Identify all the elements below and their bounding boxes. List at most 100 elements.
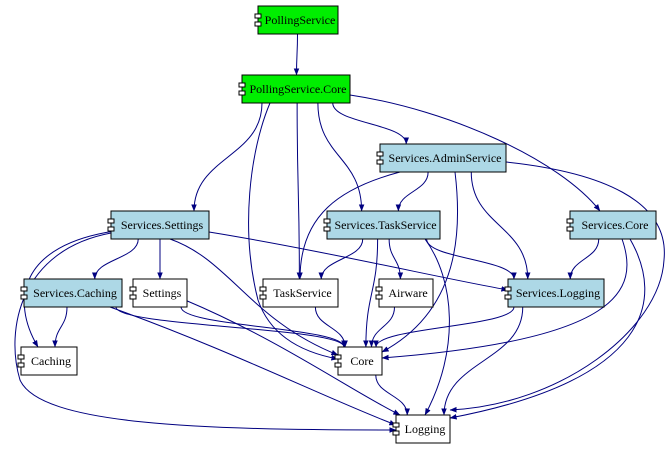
component-tab-icon <box>376 151 384 157</box>
node-box <box>395 414 451 444</box>
node-settings: Settings <box>129 278 188 308</box>
edge-airware-to-core: Airware → Core <box>368 306 395 348</box>
component-tab-icon <box>259 286 267 292</box>
node-label: Services.Settings <box>121 218 204 232</box>
node-airware: Airware <box>375 278 434 308</box>
edge-services-caching-to-logging: Services.Caching → Logging <box>109 306 397 426</box>
node-label: Core <box>350 354 373 368</box>
edge-polling-service-core-to-services-admin-service: PollingService.Core → Services.AdminServ… <box>332 102 410 145</box>
component-tab-icon <box>334 354 342 360</box>
component-tab-icon <box>254 21 262 27</box>
component-tab-icon <box>238 82 246 88</box>
edge-services-core-to-logging: Services.Core → Logging <box>449 238 646 420</box>
edge-services-settings-to-caching: Services.Settings → Caching <box>23 230 116 348</box>
node-box <box>378 278 434 308</box>
edge-polling-service-core-to-core: PollingService.Core → Core <box>248 102 339 361</box>
edge-polling-service-core-to-services-core: PollingService.Core → Services.Core <box>349 94 601 212</box>
edge-services-admin-service-to-task-service: Services.AdminService → TaskService <box>297 171 401 280</box>
edge-services-logging-to-core: Services.Logging → Core <box>373 306 515 348</box>
edge-services-admin-service-to-services-logging: Services.AdminService → Services.Logging <box>470 171 531 280</box>
edge-services-settings-to-logging: Services.Settings → Logging <box>14 232 397 433</box>
node-services-caching: Services.Caching <box>20 278 123 308</box>
component-tab-icon <box>323 226 331 232</box>
edge-services-caching-to-caching: Services.Caching → Caching <box>52 306 68 348</box>
node-box <box>20 346 78 376</box>
node-label: Services.Logging <box>516 286 600 300</box>
component-tab-icon <box>107 226 115 232</box>
component-tab-icon <box>375 294 383 300</box>
component-tab-icon <box>375 286 383 292</box>
edge-services-task-service-to-core: Services.TaskService → Core <box>363 238 379 348</box>
edge-services-task-service-to-airware: Services.TaskService → Airware <box>388 238 404 280</box>
node-label: PollingService.Core <box>250 82 347 96</box>
component-tab-icon <box>334 362 342 368</box>
edge-services-core-to-services-logging: Services.Core → Services.Logging <box>567 238 600 280</box>
nodes-layer: PollingServicePollingService.CoreService… <box>17 5 657 444</box>
edge-polling-service-core-to-services-task-service: PollingService.Core → Services.TaskServi… <box>317 102 365 212</box>
node-box <box>507 278 605 308</box>
node-label: Caching <box>31 354 71 368</box>
component-tab-icon <box>238 90 246 96</box>
edge-services-task-service-to-logging: Services.TaskService → Logging <box>424 238 450 416</box>
node-caching: Caching <box>17 346 78 376</box>
node-label: Services.TaskService <box>334 218 436 232</box>
edge-services-task-service-to-task-service: Services.TaskService → TaskService <box>318 238 364 280</box>
node-box <box>379 143 507 173</box>
node-label: TaskService <box>273 286 331 300</box>
component-tab-icon <box>129 286 137 292</box>
edge-polling-service-to-polling-service-core: PollingService → PollingService.Core <box>293 33 300 76</box>
node-services-task-service: Services.TaskService <box>323 210 441 240</box>
component-tab-icon <box>259 294 267 300</box>
node-box <box>257 5 339 35</box>
node-box <box>337 346 383 376</box>
component-tab-icon <box>323 218 331 224</box>
component-tab-icon <box>17 362 25 368</box>
node-task-service: TaskService <box>259 278 339 308</box>
component-tab-icon <box>566 226 574 232</box>
node-services-core: Services.Core <box>566 210 657 240</box>
node-polling-service: PollingService <box>254 5 339 35</box>
component-tab-icon <box>254 13 262 19</box>
node-label: Settings <box>143 286 182 300</box>
node-logging: Logging <box>392 414 451 444</box>
edge-services-task-service-to-services-logging: Services.TaskService → Services.Logging <box>426 238 517 280</box>
edge-services-settings-to-services-caching: Services.Settings → Services.Caching <box>91 238 139 280</box>
node-box <box>23 278 123 308</box>
node-label: Logging <box>405 422 446 436</box>
component-tab-icon <box>129 294 137 300</box>
component-tab-icon <box>376 159 384 165</box>
node-core: Core <box>334 346 383 376</box>
node-box <box>110 210 210 240</box>
edge-services-admin-service-to-services-task-service: Services.AdminService → Services.TaskSer… <box>395 171 429 212</box>
edge-polling-service-core-to-task-service: PollingService.Core → TaskService <box>296 102 303 280</box>
component-tab-icon <box>504 286 512 292</box>
component-tab-icon <box>504 294 512 300</box>
component-tab-icon <box>107 218 115 224</box>
edge-services-settings-to-core: Services.Settings → Core <box>169 238 339 356</box>
edge-services-caching-to-core: Services.Caching → Core <box>115 306 347 348</box>
node-label: Services.Caching <box>33 286 117 300</box>
node-box <box>326 210 441 240</box>
edge-core-to-logging: Core → Logging <box>375 374 411 416</box>
component-tab-icon <box>17 354 25 360</box>
node-label: PollingService <box>265 13 336 27</box>
node-box <box>569 210 657 240</box>
edge-settings-to-core: Settings → Core <box>180 306 347 348</box>
node-box <box>262 278 339 308</box>
node-box <box>132 278 188 308</box>
edge-services-admin-service-to-logging: Services.AdminService → Logging <box>449 161 665 413</box>
component-tab-icon <box>566 218 574 224</box>
node-polling-service-core: PollingService.Core <box>238 74 351 104</box>
edge-task-service-to-core: TaskService → Core <box>314 306 348 348</box>
node-label: Services.AdminService <box>389 151 502 165</box>
component-tab-icon <box>20 294 28 300</box>
component-tab-icon <box>20 286 28 292</box>
edge-polling-service-core-to-services-settings: PollingService.Core → Services.Settings <box>191 102 263 212</box>
edge-services-logging-to-logging: Services.Logging → Logging <box>441 306 524 416</box>
node-label: Airware <box>388 286 427 300</box>
node-services-logging: Services.Logging <box>504 278 605 308</box>
edges-layer: PollingService → PollingService.CorePoll… <box>14 33 665 433</box>
edge-services-settings-to-services-logging: Services.Settings → Services.Logging <box>208 231 509 292</box>
node-label: Services.Core <box>582 218 649 232</box>
